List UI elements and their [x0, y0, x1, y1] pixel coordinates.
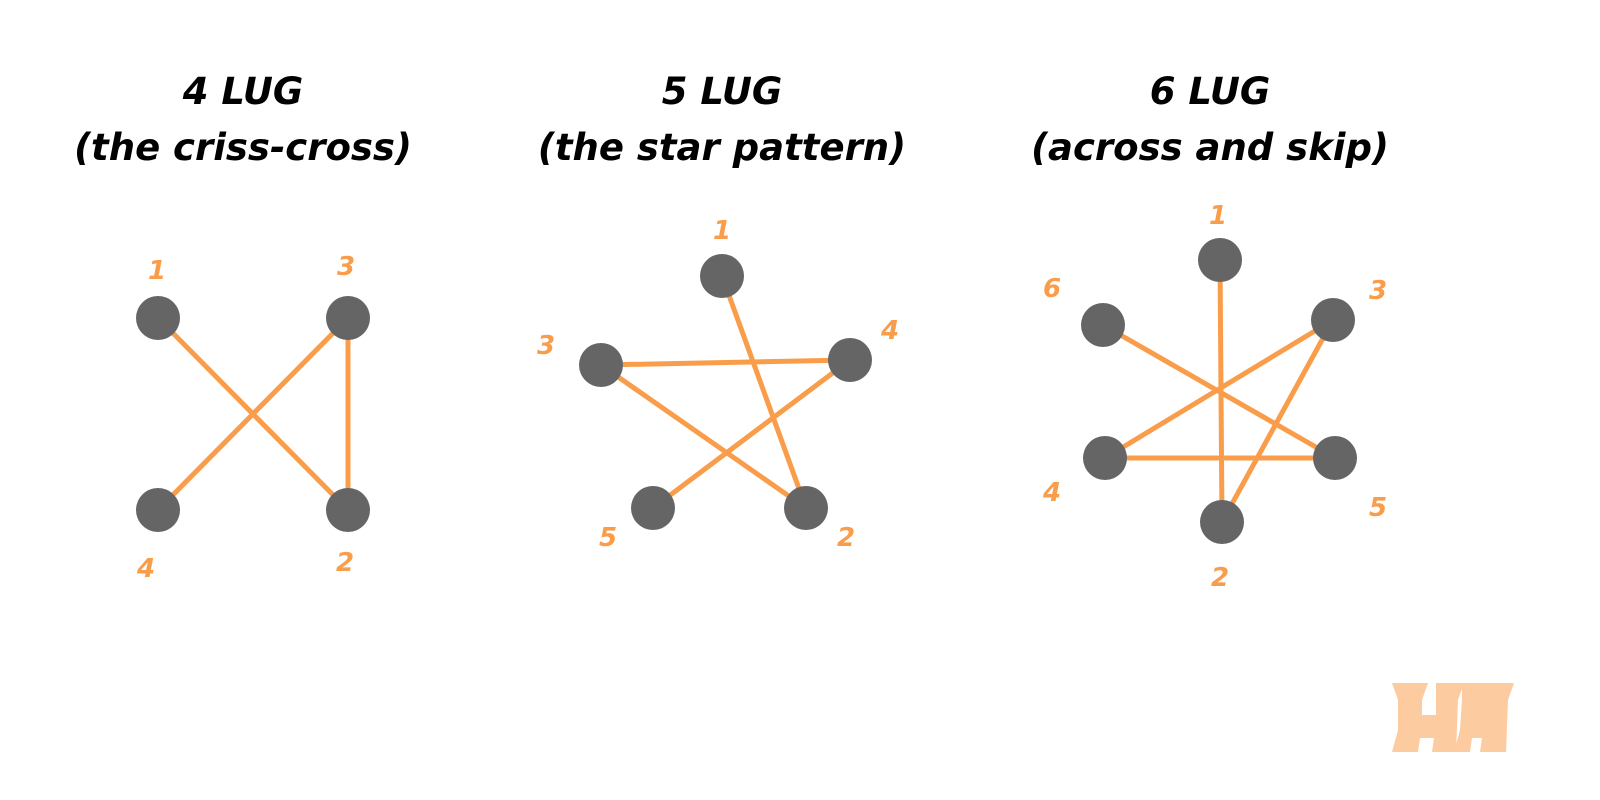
lug-nut-4 [1083, 436, 1127, 480]
lug-label-6: 6 [1043, 274, 1061, 304]
tightening-path-5-to-6 [1101, 322, 1337, 461]
pattern-5-lug: 1 2 3 4 5 [537, 216, 899, 553]
lug-nut-1 [1198, 238, 1242, 282]
lug-label-1: 1 [713, 216, 731, 246]
tightening-path-2-to-3 [599, 362, 808, 511]
lug-label-2: 2 [336, 548, 354, 578]
lug-label-2: 2 [837, 523, 855, 553]
lug-nut-3 [579, 343, 623, 387]
pattern-subtitle: (the star pattern) [537, 126, 907, 169]
lug-label-1: 1 [1209, 201, 1227, 231]
pattern-title: 4 LUG [182, 70, 304, 113]
lug-label-5: 5 [599, 523, 617, 553]
tightening-path-4-to-5 [651, 358, 852, 510]
lug-nut-3 [326, 296, 370, 340]
lug-nut-4 [136, 488, 180, 532]
lug-label-4: 4 [1042, 478, 1061, 508]
lug-nut-2 [1200, 500, 1244, 544]
lug-label-1: 1 [148, 256, 166, 286]
tightening-path-2-to-3 [1219, 318, 1336, 524]
lug-nut-1 [136, 296, 180, 340]
lug-label-2: 2 [1211, 563, 1229, 593]
lug-nut-5 [631, 486, 675, 530]
lug-nut-6 [1081, 303, 1125, 347]
lug-nut-3 [1311, 298, 1355, 342]
logo-h-left [1392, 683, 1464, 752]
tightening-path-3-to-4 [156, 316, 350, 512]
lug-label-4: 4 [880, 316, 899, 346]
title-4-lug: 4 LUG (the criss-cross) [23, 64, 463, 176]
lug-label-3: 3 [337, 252, 355, 282]
title-5-lug: 5 LUG (the star pattern) [502, 64, 942, 176]
pattern-4-lug: 1 2 3 4 [136, 252, 370, 584]
pattern-6-lug: 1 2 3 4 5 6 [1042, 201, 1387, 593]
lug-nut-4 [828, 338, 872, 382]
lug-label-5: 5 [1369, 493, 1387, 523]
logo-h-right [1454, 683, 1514, 752]
pattern-subtitle: (across and skip) [1031, 126, 1389, 169]
lug-nut-1 [700, 254, 744, 298]
pattern-title: 5 LUG [661, 70, 783, 113]
hh-logo [1392, 683, 1514, 752]
pattern-title: 6 LUG [1149, 70, 1271, 113]
pattern-subtitle: (the criss-cross) [74, 126, 412, 169]
lug-label-3: 3 [1369, 276, 1387, 306]
tightening-path-3-to-4 [600, 357, 851, 368]
lug-label-3: 3 [537, 331, 555, 361]
tightening-path-1-to-2 [719, 275, 809, 509]
lug-nut-5 [1313, 436, 1357, 480]
title-6-lug: 6 LUG (across and skip) [990, 64, 1430, 176]
lug-label-4: 4 [136, 554, 155, 584]
lug-nut-2 [326, 488, 370, 532]
lug-nut-2 [784, 486, 828, 530]
